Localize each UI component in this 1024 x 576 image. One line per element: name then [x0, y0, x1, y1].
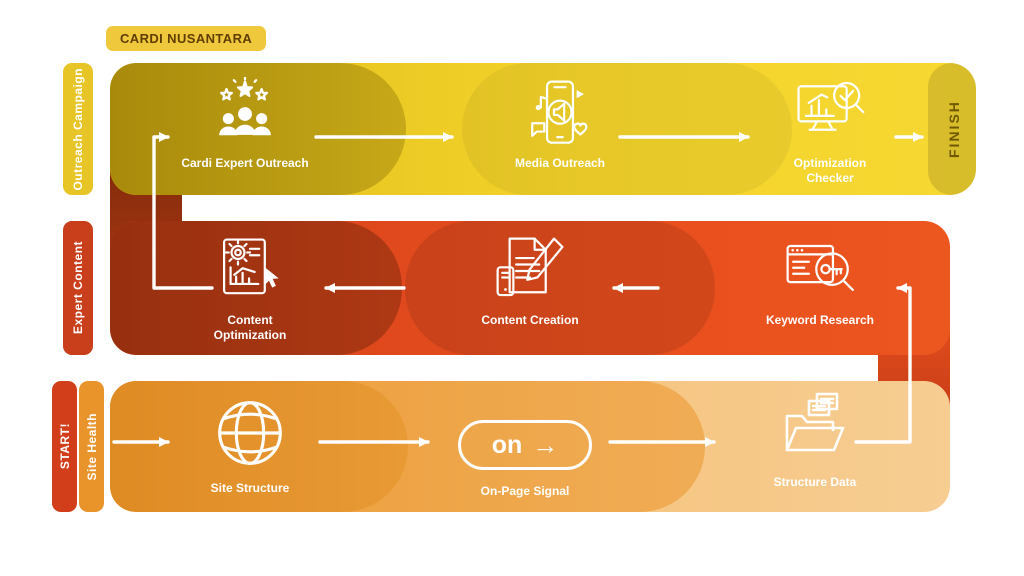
document-gear-hand-icon [222, 238, 279, 295]
band-shade-finish [928, 63, 976, 195]
step-label: Content Optimization [213, 313, 287, 342]
tab-start: START! [52, 381, 77, 512]
step-content-optimization: Content Optimization [160, 234, 340, 343]
tab-expert-content-label: Expert Content [71, 241, 85, 335]
tab-site-health: Site Health [79, 381, 104, 512]
monitor-magnifier-check-icon [797, 81, 865, 131]
step-on-page-signal: on → On-Page Signal [435, 390, 615, 499]
on-pill-text: on [491, 430, 523, 459]
document-pen-phone-icon [496, 237, 564, 297]
on-pill-icon: on → [458, 420, 592, 470]
step-label: Keyword Research [765, 313, 875, 327]
tab-site-health-label: Site Health [84, 412, 99, 481]
step-label: On-Page Signal [480, 484, 570, 498]
step-label: Media Outreach [514, 156, 606, 170]
step-keyword-research: Keyword Research [730, 234, 910, 328]
title-badge: CARDI NUSANTARA [106, 26, 267, 51]
step-label: Content Creation [481, 313, 579, 327]
step-label: Structure Data [773, 475, 857, 489]
step-media-outreach: Media Outreach [470, 77, 650, 171]
tab-outreach-campaign: Outreach Campaign [63, 63, 93, 195]
finish-label: FINISH [946, 100, 962, 158]
phone-megaphone-icon [531, 80, 588, 144]
step-cardi-expert-outreach: Cardi Expert Outreach [155, 77, 335, 171]
step-content-creation: Content Creation [440, 234, 620, 328]
step-label: Cardi Expert Outreach [181, 156, 309, 170]
globe-icon [218, 401, 282, 465]
tab-expert-content: Expert Content [63, 221, 93, 355]
step-site-structure: Site Structure [160, 390, 340, 496]
browser-magnifier-key-icon [786, 244, 854, 292]
step-label: Optimization Checker [793, 156, 867, 185]
team-stars-icon [219, 77, 271, 136]
tab-start-label: START! [57, 423, 72, 470]
right-arrow-icon: → [532, 430, 559, 460]
step-optimization-checker: Optimization Checker [740, 77, 920, 186]
folder-documents-icon [785, 392, 845, 452]
step-structure-data: Structure Data [725, 390, 905, 490]
tab-outreach-campaign-label: Outreach Campaign [71, 67, 85, 191]
band-shade-mid [462, 63, 792, 195]
step-label: Site Structure [210, 481, 290, 495]
